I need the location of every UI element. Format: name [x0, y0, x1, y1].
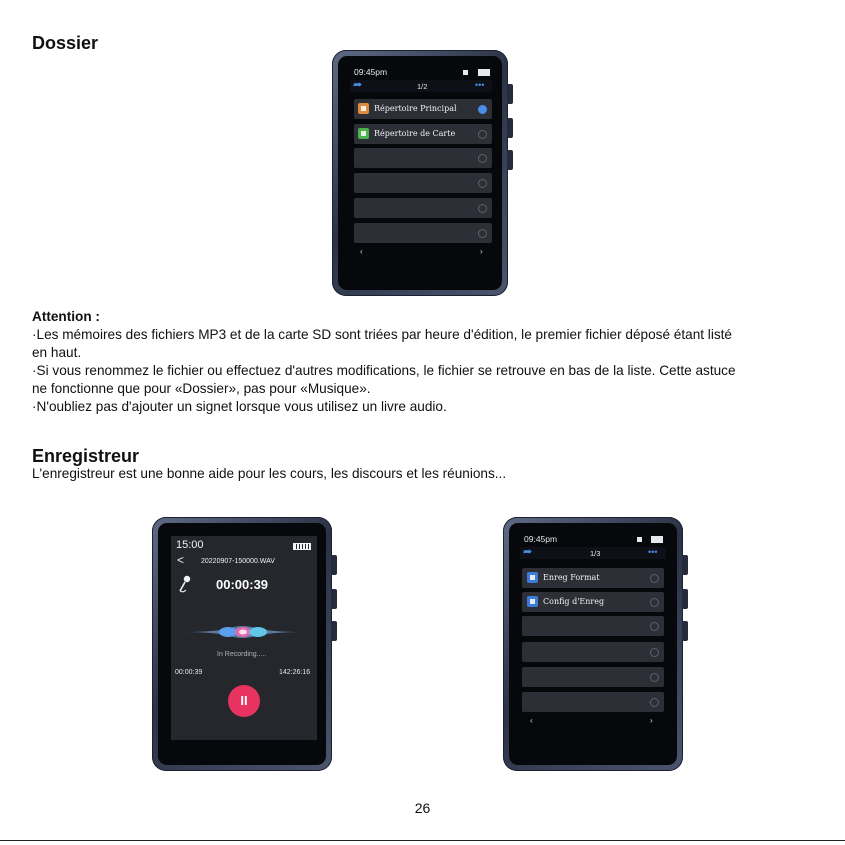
menu-item-empty[interactable] [522, 616, 664, 636]
menu-item-label: Enreg Format [543, 573, 600, 582]
side-button [507, 150, 513, 170]
side-button [507, 84, 513, 104]
dossier-ui: 09:45pm ➦ 1/2 ••• Répertoire Principal R… [344, 62, 496, 282]
radio-selected[interactable] [478, 105, 487, 114]
folder-icon [358, 103, 369, 114]
bottom-rule [0, 840, 845, 841]
record-config-icon [527, 596, 538, 607]
elapsed-time: 00:00:39 [216, 577, 269, 592]
attention-line: en haut. [32, 345, 82, 360]
nav-bar: ➦ 1/3 ••• [520, 546, 666, 559]
pause-button[interactable]: II [228, 685, 260, 717]
radio-unselected[interactable] [478, 229, 487, 238]
more-dots-icon[interactable]: ••• [648, 547, 658, 557]
status-time: 09:45pm [524, 534, 558, 544]
menu-item-empty[interactable] [522, 667, 664, 687]
sd-card-icon [637, 537, 642, 542]
back-arrow-icon[interactable]: ➦ [353, 79, 363, 91]
recorder-ui: 15:00 < 20220907-150000.WAV 00:00:39 In … [159, 524, 325, 764]
side-button [331, 589, 337, 609]
side-button [682, 555, 688, 575]
recording-status: In Recording..... [217, 651, 267, 658]
radio-unselected[interactable] [650, 648, 659, 657]
menu-item-config-enreg[interactable]: Config d'Enreg [522, 592, 664, 612]
recorder-time: 15:00 [176, 539, 204, 551]
radio-unselected[interactable] [650, 574, 659, 583]
page-number: 26 [414, 800, 431, 816]
status-time: 09:45pm [354, 67, 388, 77]
menu-item-label: Répertoire Principal [374, 104, 457, 113]
battery-icon [651, 536, 663, 543]
more-dots-icon[interactable]: ••• [475, 80, 485, 90]
page-indicator: 1/3 [590, 549, 601, 558]
battery-icon [293, 543, 311, 550]
attention-heading: Attention : [32, 309, 100, 324]
menu-item-label: Répertoire de Carte [374, 129, 456, 138]
chevron-left-icon[interactable]: ‹ [360, 247, 363, 256]
pause-icon: II [240, 693, 248, 708]
menu-item-empty[interactable] [354, 198, 492, 218]
enregistreur-intro: L'enregistreur est une bonne aide pour l… [32, 466, 507, 481]
attention-line: ·Les mémoires des fichiers MP3 et de la … [32, 327, 732, 342]
chevron-right-icon[interactable]: › [650, 716, 653, 725]
side-button [331, 621, 337, 641]
menu-item-empty[interactable] [354, 173, 492, 193]
radio-unselected[interactable] [478, 179, 487, 188]
chevron-left-icon[interactable]: < [177, 553, 185, 567]
battery-icon [478, 69, 490, 76]
menu-item-empty[interactable] [522, 692, 664, 712]
radio-unselected[interactable] [478, 204, 487, 213]
menu-item-empty[interactable] [354, 148, 492, 168]
settings-ui: 09:45pm ➦ 1/3 ••• Enreg Format Config d'… [514, 528, 672, 758]
sd-card-icon [463, 70, 468, 75]
radio-unselected[interactable] [478, 130, 487, 139]
recording-filename: 20220907-150000.WAV [201, 558, 275, 565]
attention-block: Attention : ·Les mémoires des fichiers M… [32, 308, 822, 416]
side-button [331, 555, 337, 575]
menu-item-label: Config d'Enreg [543, 597, 605, 606]
folder-icon [358, 128, 369, 139]
chevron-left-icon[interactable]: ‹ [530, 716, 533, 725]
elapsed-left-time: 00:00:39 [175, 669, 203, 676]
menu-item-empty[interactable] [354, 223, 492, 243]
menu-item-enreg-format[interactable]: Enreg Format [522, 568, 664, 588]
attention-line: ·Si vous renommez le fichier ou effectue… [32, 363, 736, 378]
dossier-heading: Dossier [32, 33, 99, 53]
menu-item-repertoire-carte[interactable]: Répertoire de Carte [354, 124, 492, 144]
menu-item-repertoire-principal[interactable]: Répertoire Principal [354, 99, 492, 119]
attention-line: ·N'oubliez pas d'ajouter un signet lorsq… [32, 399, 447, 414]
record-format-icon [527, 572, 538, 583]
remaining-time: 142:26:16 [279, 669, 311, 676]
side-button [507, 118, 513, 138]
radio-unselected[interactable] [650, 698, 659, 707]
chevron-right-icon[interactable]: › [480, 247, 483, 256]
radio-unselected[interactable] [478, 154, 487, 163]
radio-unselected[interactable] [650, 598, 659, 607]
side-button [682, 589, 688, 609]
waveform [185, 626, 301, 638]
page-indicator: 1/2 [417, 82, 428, 91]
microphone-icon [179, 575, 191, 593]
radio-unselected[interactable] [650, 673, 659, 682]
attention-line: ne fonctionne que pour «Dossier», pas po… [32, 381, 371, 396]
back-arrow-icon[interactable]: ➦ [523, 546, 533, 558]
nav-bar: ➦ 1/2 ••• [350, 79, 492, 92]
enregistreur-heading: Enregistreur [32, 446, 140, 466]
radio-unselected[interactable] [650, 622, 659, 631]
menu-item-empty[interactable] [522, 642, 664, 662]
side-button [682, 621, 688, 641]
